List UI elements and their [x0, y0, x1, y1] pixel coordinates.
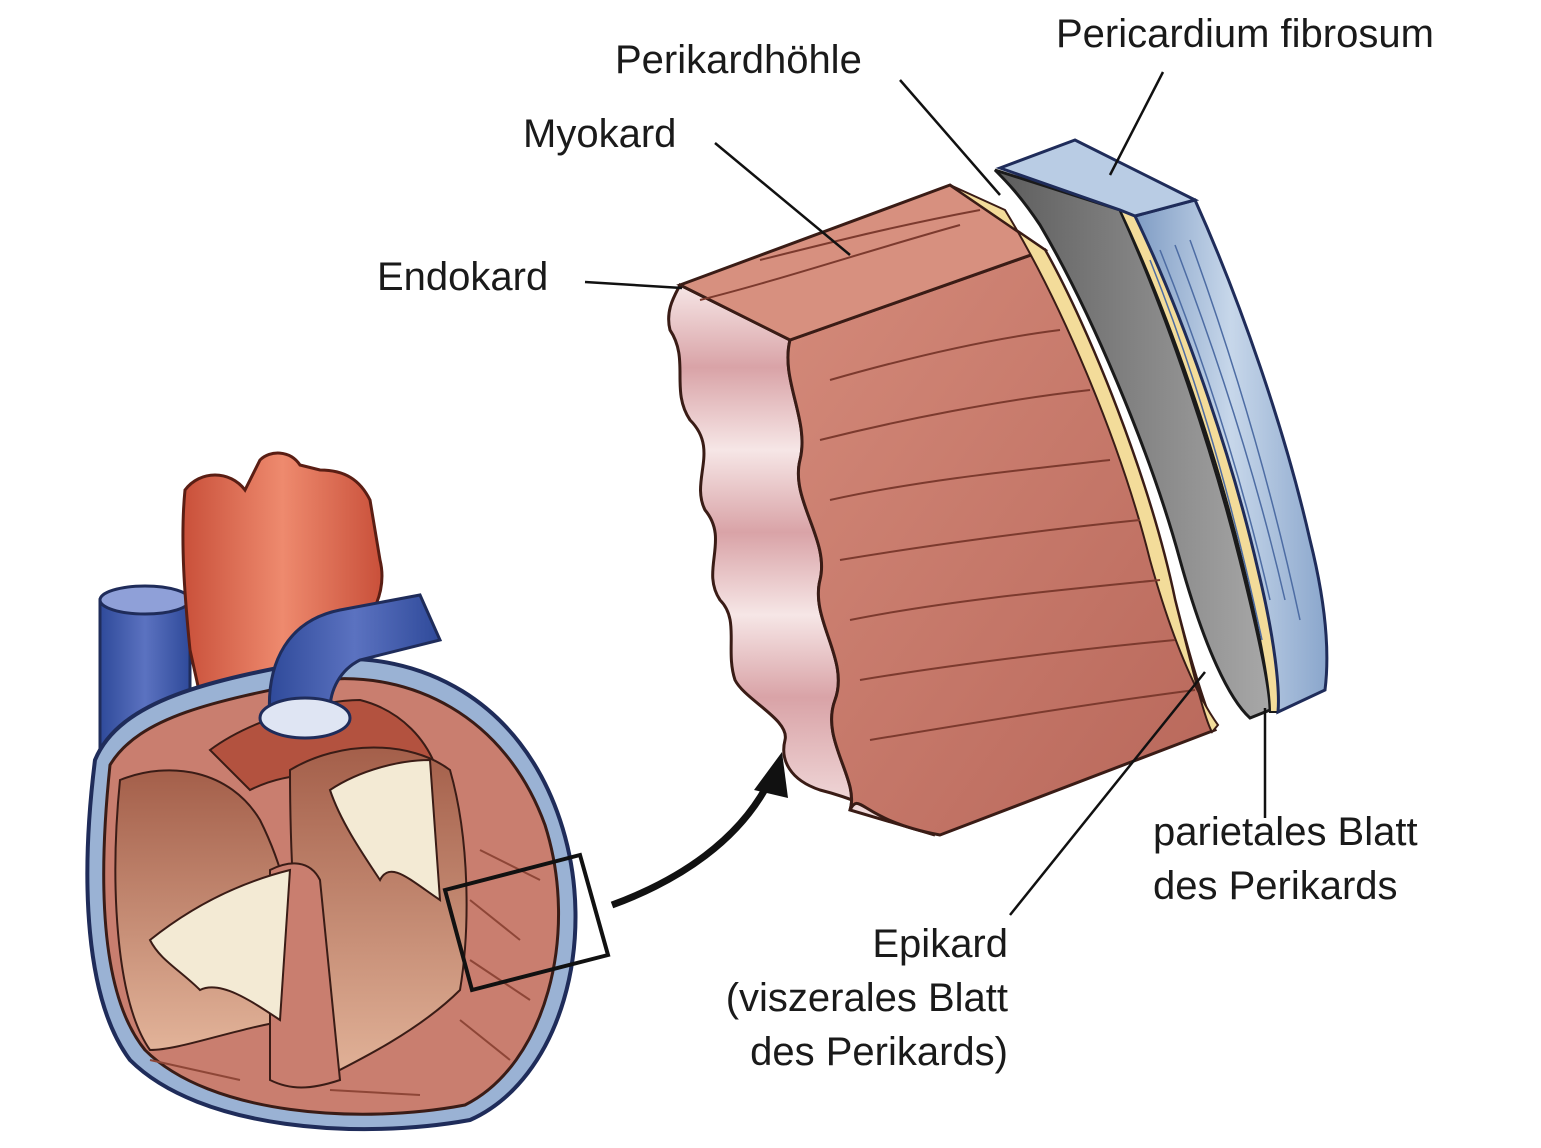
zoom-box — [442, 852, 611, 993]
wall-cross-section — [667, 138, 1329, 837]
tricuspid-valve-shape — [148, 868, 292, 1022]
leader-epikard — [1009, 671, 1206, 916]
fibrous-pericardium-layer — [1132, 198, 1329, 715]
leader-lines — [584, 71, 1267, 916]
pulmonary-valve-shape — [258, 696, 352, 740]
label-epikard-line3: des Perikards) — [750, 1030, 1008, 1074]
label-myokard: Myokard — [523, 112, 677, 156]
mitral-valve-shape — [328, 758, 442, 902]
heart-illustration — [85, 451, 788, 1132]
leader-endokard — [584, 280, 683, 290]
vena-cava-opening — [98, 584, 192, 616]
leader-perikardhoehle — [899, 79, 1001, 196]
label-pericardium-fibrosum: Pericardium fibrosum — [1056, 12, 1434, 56]
pulmonary-artery-shape — [267, 593, 443, 722]
label-parietales-line2: des Perikards — [1153, 864, 1398, 908]
label-perikardhoehle: Perikardhöhle — [615, 38, 862, 82]
label-parietales-line1: parietales Blatt — [1153, 810, 1418, 854]
zoom-arrow — [610, 778, 774, 909]
label-epikard-line2: (viszerales Blatt — [725, 976, 1008, 1020]
aorta-shape — [181, 451, 384, 743]
leader-myokard — [714, 142, 851, 256]
fibrous-top-face — [995, 138, 1200, 218]
label-endokard: Endokard — [377, 255, 549, 299]
zoom-arrowhead — [754, 752, 788, 798]
label-epikard-line1: Epikard — [872, 922, 1008, 966]
epicardium-layer — [949, 184, 1220, 734]
pericardial-cavity-layer — [993, 168, 1272, 720]
leader-pericardium-fibrosum — [1108, 71, 1165, 176]
